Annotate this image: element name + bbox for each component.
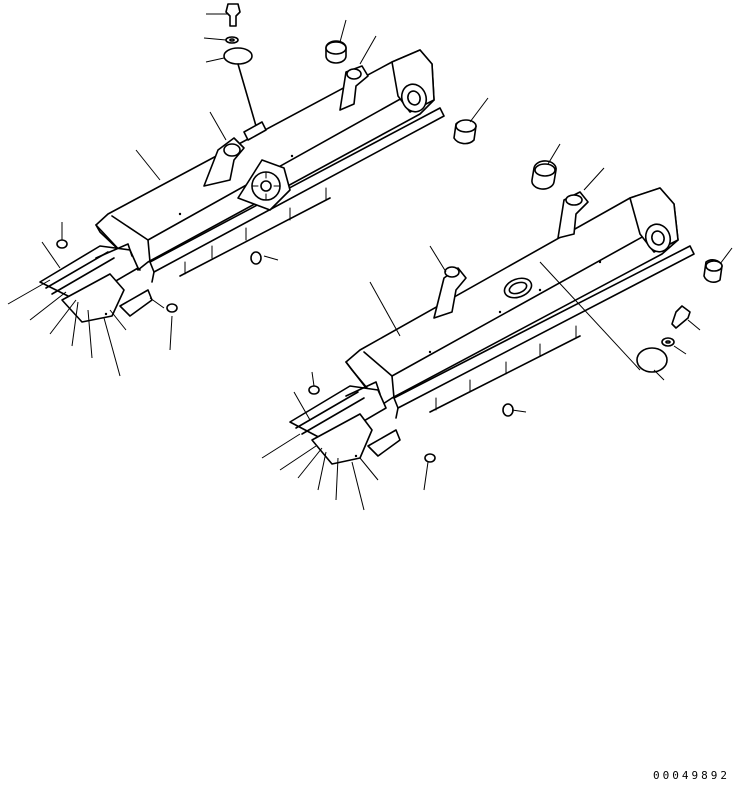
catalog-number: 00049892 [653,769,730,782]
right-exploded-parts [531,160,723,373]
right-leader-lines [261,143,733,511]
right-track-frame [289,187,695,465]
left-track-frame [39,49,445,323]
left-exploded-parts [223,3,477,145]
left-leader-lines [7,13,489,377]
